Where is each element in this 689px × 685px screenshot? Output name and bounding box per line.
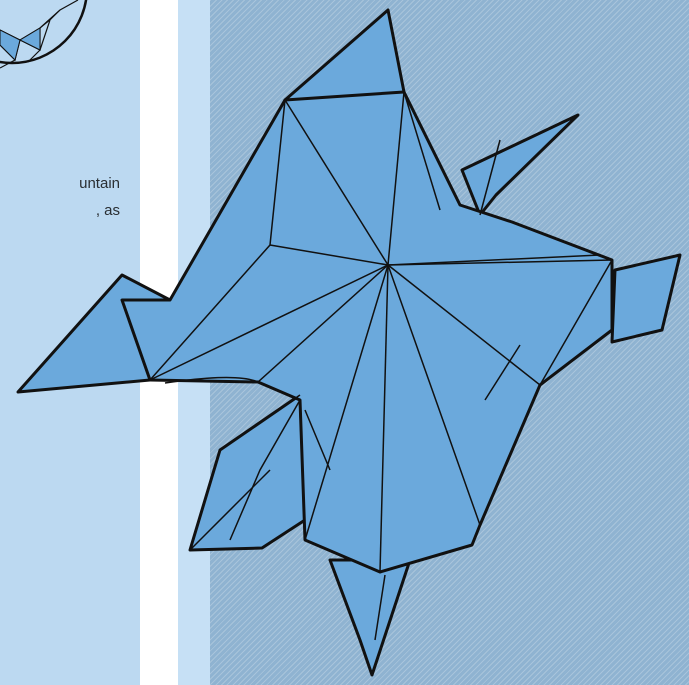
bottom-flap [330, 560, 410, 675]
lower-left-flap [190, 395, 305, 550]
top-right-flap [462, 115, 578, 215]
right-flap [612, 255, 680, 342]
